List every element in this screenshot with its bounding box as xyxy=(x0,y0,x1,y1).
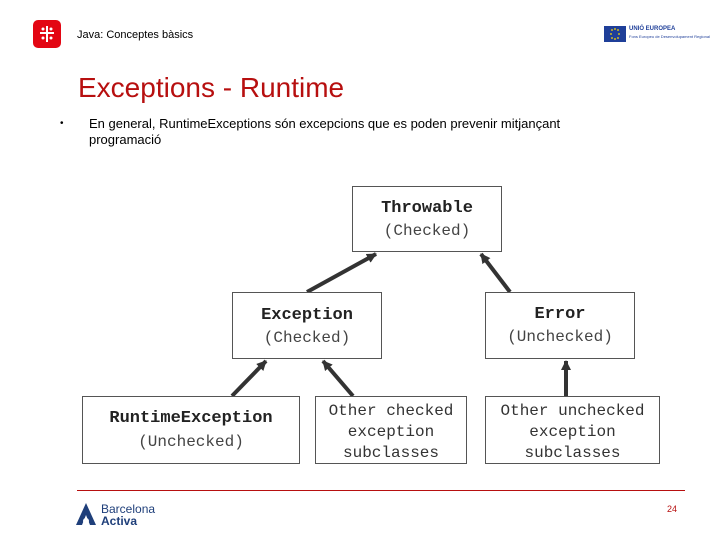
other-checked-line1: Other checked xyxy=(328,402,454,420)
slide-title: Exceptions - Runtime xyxy=(78,72,345,103)
page-number: 24 xyxy=(667,504,678,514)
bullet-marker: • xyxy=(60,118,64,129)
runtime-exception-kind: (Unchecked) xyxy=(138,433,244,451)
brand-line2: Activa xyxy=(101,514,138,528)
arrow-exception-throwable xyxy=(306,252,377,294)
other-unchecked-line3: subclasses xyxy=(524,444,621,462)
arrow-runtime-exception xyxy=(230,359,268,398)
error-name: Error xyxy=(534,305,586,324)
brand-line1: Barcelona xyxy=(101,502,156,516)
error-kind: (Unchecked) xyxy=(507,328,613,346)
shield-icon xyxy=(40,26,54,42)
ajuntament-logo xyxy=(33,20,61,48)
footer-divider xyxy=(77,490,685,491)
runtime-exception-box: RuntimeException (Unchecked) xyxy=(82,396,300,464)
eu-title: UNIÓ EUROPEA xyxy=(629,26,676,32)
exception-name: Exception xyxy=(261,306,353,325)
other-unchecked-box: Other unchecked exception subclasses xyxy=(485,396,660,464)
eu-flag-icon xyxy=(604,26,626,42)
eu-subtitle: Fons Europeu de Desenvolupament Regional xyxy=(629,34,710,39)
barcelona-activa-mark-icon xyxy=(76,503,96,525)
throwable-name: Throwable xyxy=(381,199,473,218)
other-checked-box: Other checked exception subclasses xyxy=(315,396,467,464)
course-title: Java: Conceptes bàsics xyxy=(77,29,194,41)
bullet-text: En general, RuntimeExceptions són excepc… xyxy=(89,116,561,147)
other-checked-line2: exception xyxy=(347,423,435,441)
barcelona-activa-logo: Barcelona Activa xyxy=(75,502,175,528)
arrow-error-throwable xyxy=(479,252,512,294)
eu-logo: UNIÓ EUROPEA Fons Europeu de Desenvolupa… xyxy=(604,26,710,44)
throwable-kind: (Checked) xyxy=(383,222,471,240)
error-box: Error (Unchecked) xyxy=(485,292,635,359)
other-unchecked-line1: Other unchecked xyxy=(500,402,645,420)
other-checked-line3: subclasses xyxy=(342,444,439,462)
throwable-box: Throwable (Checked) xyxy=(352,186,502,252)
other-unchecked-line2: exception xyxy=(529,423,616,441)
exception-kind: (Checked) xyxy=(263,329,351,347)
runtime-exception-name: RuntimeException xyxy=(109,409,273,428)
arrow-otherchecked-exception xyxy=(321,359,355,398)
exception-box: Exception (Checked) xyxy=(232,292,382,359)
